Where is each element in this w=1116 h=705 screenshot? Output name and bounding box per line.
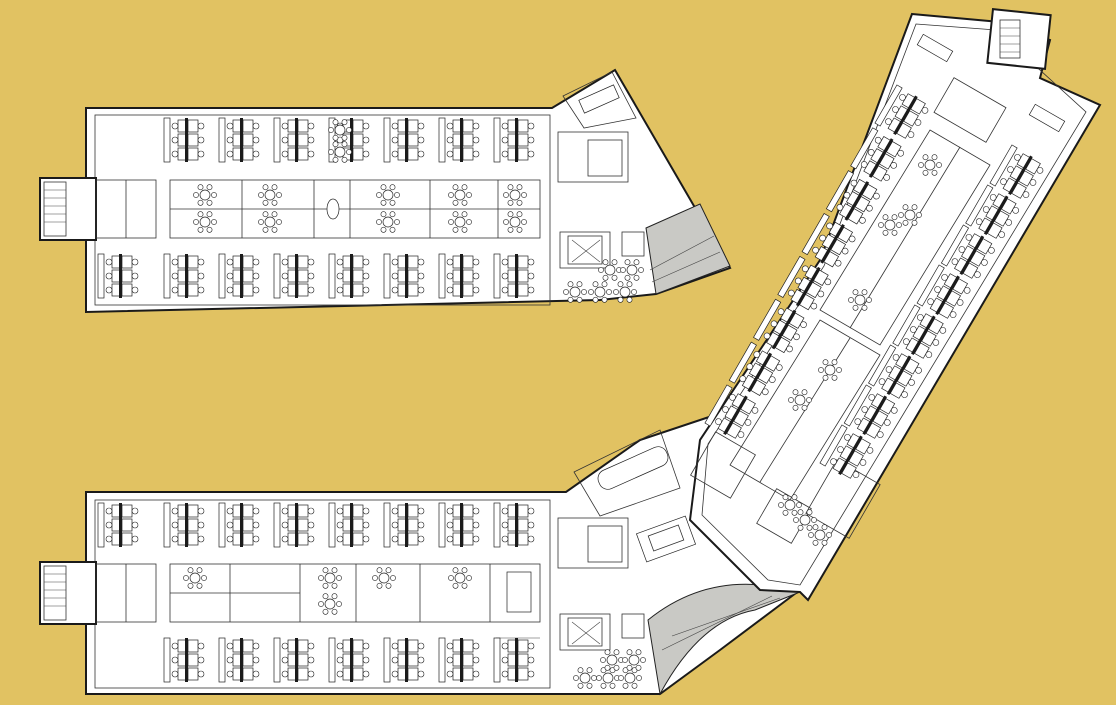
workstation-cluster — [819, 424, 874, 479]
meeting-table — [848, 289, 872, 311]
workstation-cluster — [874, 84, 929, 139]
meeting-table — [376, 184, 400, 206]
meeting-table — [258, 184, 282, 206]
workstation-cluster — [273, 502, 315, 548]
furniture-layer — [97, 84, 1044, 689]
workstation-cluster — [218, 502, 260, 548]
workstation-cluster — [868, 344, 922, 399]
workstation-cluster — [916, 264, 971, 319]
workstation-cluster — [825, 170, 880, 225]
meeting-table — [778, 494, 802, 516]
workstation-cluster — [328, 502, 370, 548]
workstation-cluster — [97, 253, 139, 299]
meeting-table — [258, 211, 282, 233]
northeast-stair — [986, 8, 1052, 70]
workstation-cluster — [777, 255, 832, 311]
workstation-cluster — [493, 637, 535, 683]
workstation-cluster — [704, 384, 759, 439]
upper-west-stair — [39, 177, 97, 241]
workstation-cluster — [163, 253, 205, 299]
meeting-table — [503, 211, 527, 233]
cafe-table — [618, 667, 642, 689]
meeting-table — [793, 509, 817, 531]
meeting-table — [193, 184, 217, 206]
workstation-cluster — [843, 384, 898, 439]
workstation-cluster — [801, 213, 856, 268]
workstation-cluster — [965, 184, 1020, 239]
cafe-table — [573, 667, 597, 689]
cafe-table — [588, 281, 612, 303]
workstation-cluster — [383, 117, 425, 163]
workstation-cluster — [438, 502, 480, 548]
workstation-cluster — [383, 253, 425, 299]
meeting-table — [448, 184, 472, 206]
cafe-table — [598, 259, 622, 281]
workstation-cluster — [892, 304, 947, 359]
workstation-cluster — [728, 341, 783, 396]
cafe-table — [622, 649, 646, 671]
workstation-cluster — [97, 502, 139, 548]
workstation-cluster — [218, 253, 260, 299]
northeast-wing-outline — [688, 12, 1102, 602]
meeting-table — [918, 154, 942, 176]
workstation-cluster — [438, 117, 480, 163]
lower-west-stair — [39, 561, 97, 625]
workstation-cluster — [438, 253, 480, 299]
workstation-cluster — [383, 637, 425, 683]
workstation-cluster — [493, 117, 535, 163]
northeast-wing — [688, 8, 1102, 602]
meeting-table — [503, 184, 527, 206]
workstation-cluster — [940, 224, 995, 279]
meeting-table — [448, 567, 472, 589]
workstation-cluster — [218, 637, 260, 683]
cafe-table — [563, 281, 587, 303]
meeting-table — [788, 389, 812, 411]
meeting-table — [183, 567, 207, 589]
meeting-table — [318, 567, 342, 589]
cafe-table — [600, 649, 624, 671]
cafe-table — [620, 259, 644, 281]
workstation-cluster — [328, 637, 370, 683]
meeting-table — [448, 211, 472, 233]
workstation-cluster — [850, 127, 905, 182]
workstation-cluster — [989, 144, 1044, 199]
workstation-cluster — [163, 637, 205, 683]
lower-west-wing — [39, 413, 802, 696]
meeting-table — [193, 211, 217, 233]
cafe-table — [596, 667, 620, 689]
cafe-table — [613, 281, 637, 303]
workstation-cluster — [163, 502, 205, 548]
workstation-cluster — [218, 117, 260, 163]
workstation-cluster — [753, 298, 807, 354]
workstation-cluster — [273, 637, 315, 683]
upper-atrium — [645, 203, 731, 295]
workstation-cluster — [273, 253, 315, 299]
workstation-cluster — [328, 253, 370, 299]
meeting-table — [372, 567, 396, 589]
workstation-cluster — [493, 253, 535, 299]
workstation-cluster — [273, 117, 315, 163]
meeting-table — [318, 593, 342, 615]
workstation-cluster — [438, 637, 480, 683]
meeting-table — [878, 214, 902, 236]
meeting-table — [808, 524, 832, 546]
meeting-table — [818, 359, 842, 381]
workstation-cluster — [383, 502, 425, 548]
meeting-table — [376, 211, 400, 233]
meeting-table — [328, 141, 352, 163]
meeting-table — [328, 119, 352, 141]
meeting-table — [898, 204, 922, 226]
workstation-cluster — [493, 502, 535, 548]
workstation-cluster — [163, 117, 205, 163]
